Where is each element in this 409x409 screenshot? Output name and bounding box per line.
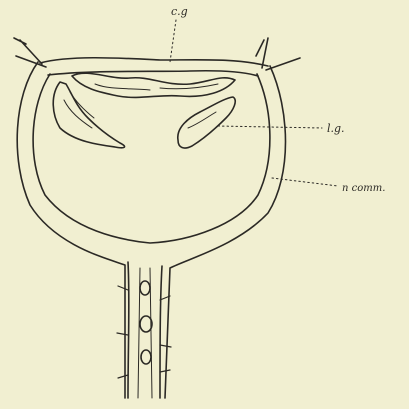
cerebral-commissure-band — [40, 58, 268, 66]
label-cg: c.g — [171, 6, 188, 17]
left-cerebral-ganglion — [53, 82, 124, 148]
cord-ganglion-2 — [140, 316, 152, 332]
nerve-ring-outer-outline — [17, 62, 125, 398]
cord-ganglion-1 — [140, 281, 150, 295]
left-upper-nerve-branch — [14, 38, 46, 67]
label-lg: l.g. — [327, 123, 345, 134]
nerve-cord-right-edge — [160, 266, 162, 398]
leader-line-comm — [272, 178, 338, 186]
cord-ganglion-3 — [141, 350, 151, 364]
leader-line-cg — [170, 20, 176, 62]
nerve-ring-outer-outline-right — [165, 66, 286, 398]
cerebral-ganglion-mass-texture — [95, 84, 218, 90]
lateral-ganglion-texture — [186, 112, 216, 128]
right-upper-nerve-branch — [256, 38, 300, 70]
left-cerebral-ganglion-texture — [64, 92, 94, 128]
lateral-ganglion — [178, 97, 235, 148]
label-comm: n comm. — [342, 184, 385, 194]
nerve-cord-left-edge — [128, 262, 129, 398]
